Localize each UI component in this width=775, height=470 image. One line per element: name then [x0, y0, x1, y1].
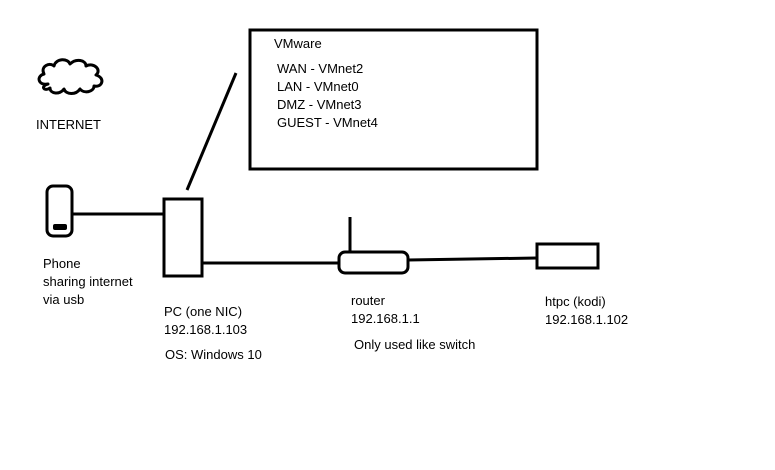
router-label-name: router: [351, 293, 385, 308]
vmware-box: [248, 28, 539, 171]
router-label-ip: 192.168.1.1: [351, 311, 420, 326]
pc-label: PC (one NIC) 192.168.1.103: [164, 303, 247, 339]
vmnet-list: WAN - VMnet2 LAN - VMnet0 DMZ - VMnet3 G…: [277, 60, 378, 132]
phone-label-line-1: Phone: [43, 256, 81, 271]
vmnet-dmz: DMZ - VMnet3: [277, 97, 362, 112]
pc-tower-icon: [162, 197, 204, 278]
vmware-title: VMware: [274, 36, 322, 51]
pc-os-label: OS: Windows 10: [165, 347, 262, 362]
htpc-label-ip: 192.168.1.102: [545, 312, 629, 327]
internet-label: INTERNET: [36, 117, 101, 132]
htpc-label-name: htpc (kodi): [545, 294, 606, 309]
router-note: Only used like switch: [354, 337, 476, 352]
vmnet-guest: GUEST - VMnet4: [277, 115, 378, 130]
router-icon: [337, 217, 410, 275]
pc-label-name: PC (one NIC): [164, 304, 243, 319]
cloud-icon: [37, 58, 104, 95]
vmware-to-pc-line: [185, 72, 238, 191]
router-to-htpc-cable: [407, 256, 538, 262]
phone-icon: [45, 184, 74, 238]
vmnet-wan: WAN - VMnet2: [277, 61, 364, 76]
htpc-label: htpc (kodi) 192.168.1.102: [545, 293, 628, 329]
phone-label-line-3: via usb: [43, 292, 85, 307]
phone-label-line-2: sharing internet: [43, 274, 133, 289]
vmnet-lan: LAN - VMnet0: [277, 79, 359, 94]
phone-label: Phone sharing internet via usb: [43, 255, 133, 309]
pc-label-ip: 192.168.1.103: [164, 322, 248, 337]
router-label: router 192.168.1.1: [351, 292, 420, 328]
htpc-icon: [535, 242, 600, 270]
